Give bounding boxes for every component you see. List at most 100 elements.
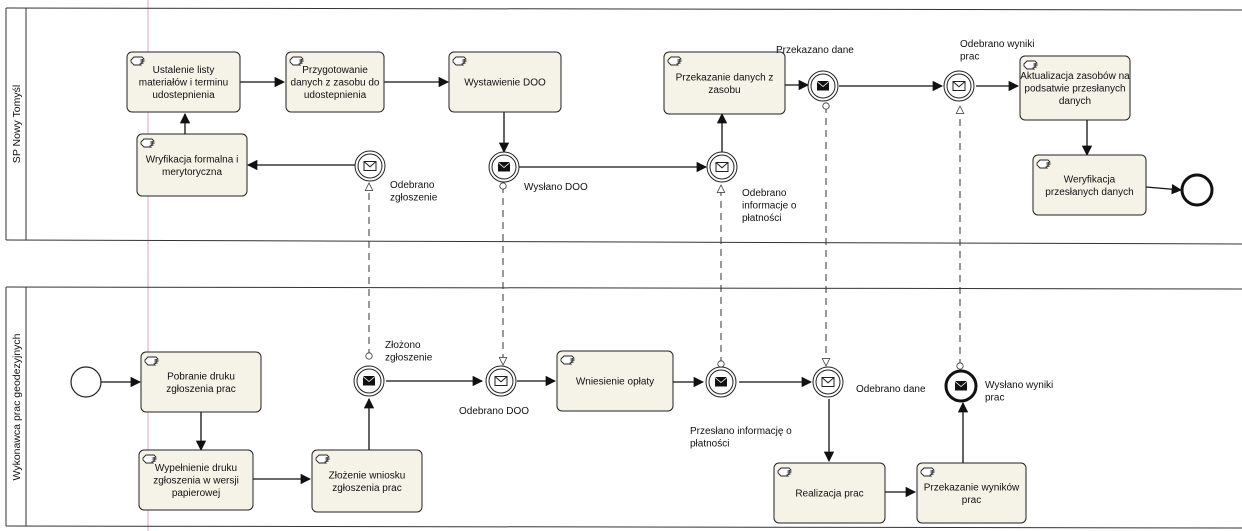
end-event: [1180, 173, 1214, 207]
task-t9: Wypełnienie druku zgłoszenia w wersjipapi…: [138, 449, 254, 511]
event-label: Wysłano DOO: [524, 182, 588, 193]
event-label: zgłoszenie: [385, 353, 433, 364]
catch-event-odebrano-doo: [485, 365, 517, 397]
envelope-filled-icon: [363, 376, 375, 386]
task-t12: Realizacja prac: [773, 462, 886, 524]
task-text: Wryfikacja formalna i: [146, 154, 239, 165]
envelope-filled-icon: [498, 162, 510, 172]
task-text: zgłoszenia prac: [332, 483, 401, 494]
task-text: Weryfikacja: [1064, 174, 1116, 185]
task-text: zasobu: [708, 85, 740, 96]
envelope-icon: [952, 81, 966, 91]
catch-event-odebrano-informacje: [706, 151, 738, 183]
envelope-icon: [494, 376, 508, 386]
pool-sp-nowy-tomysl: SP Nowy Tomyśl: [5, 7, 1242, 245]
hand-icon: [140, 138, 156, 148]
task-text: Wypełnienie druku: [155, 463, 237, 474]
task-t7: Weryfikacja przesłanych danych: [1032, 154, 1147, 216]
event-label: informacje o: [742, 201, 797, 212]
task-text: przesłanych danych: [1045, 187, 1133, 198]
task-text: Przygotowanie: [302, 65, 368, 76]
hand-icon: [777, 467, 793, 477]
event-label: Przekazano dane: [776, 45, 854, 56]
event-label: Wysłano wyniki: [985, 380, 1053, 391]
events: [70, 70, 1214, 403]
throw-event-przeslano-informacje: [705, 366, 737, 398]
task-text: merytoryczna: [162, 167, 222, 178]
task-text: podsatwie przesłanych: [1024, 84, 1125, 95]
task-text: Przekazanie danych z: [676, 72, 774, 83]
lane-label-bottom: Wykonawca prac geodezyjnych: [11, 333, 23, 480]
task-text: Pobranie druku: [167, 371, 235, 382]
task-text: Wystawienie DOO: [464, 78, 546, 89]
catch-event-odebrano-dane: [812, 366, 844, 398]
throw-event-zlozono-zgloszenie: [353, 365, 385, 397]
hand-icon: [560, 355, 576, 365]
envelope-icon: [821, 377, 835, 387]
task-text: Przekazanie wyników: [924, 482, 1020, 493]
event-label: Odebrano wyniki: [960, 39, 1034, 50]
task-text: zgłoszenia w wersji: [153, 476, 239, 487]
event-label: zgłoszenie: [390, 193, 438, 204]
hand-icon: [452, 56, 468, 66]
task-text: danych: [1059, 96, 1091, 107]
event-label: Odebrano DOO: [459, 406, 529, 417]
event-label: płatności: [690, 439, 729, 450]
envelope-icon: [715, 162, 729, 172]
event-labels: Odebrano zgłoszenie Wysłano DOO Odebrano inf…: [385, 39, 1053, 450]
task-text: papierowej: [172, 488, 220, 499]
catch-event-odebrano-wyniki: [943, 70, 975, 102]
hand-icon: [289, 56, 305, 66]
task-text: zgłoszenia prac: [166, 384, 235, 395]
start-event: [70, 366, 102, 398]
end-message-event-wyslano-wyniki: [944, 369, 978, 403]
event-label: Przesłano informację o: [690, 426, 792, 437]
task-text: Aktualizacja zasobów na: [1020, 71, 1130, 82]
hand-icon: [130, 56, 146, 66]
hand-icon: [144, 356, 160, 366]
task-text: materiałów i terminu: [139, 78, 228, 89]
hand-icon: [667, 56, 683, 66]
throw-event-wyslano-doo: [488, 151, 520, 183]
event-label: Odebrano: [742, 188, 787, 199]
task-t6: Wryfikacja formalna i merytoryczna: [136, 133, 248, 197]
event-label: płatności: [742, 213, 781, 224]
event-label: Złożono: [385, 340, 421, 351]
hand-icon: [920, 467, 936, 477]
task-text: udostepnienia: [304, 90, 367, 101]
envelope-filled-icon: [715, 377, 727, 387]
message-flows: [369, 106, 960, 366]
task-t10: Złożenie wniosku zgłoszenia prac: [311, 449, 423, 513]
task-t3: Wystawienie DOO: [448, 51, 562, 113]
task-t2: Przygotowanie danych z zasobu doudostepni…: [285, 51, 385, 113]
hand-icon: [142, 454, 158, 464]
task-t13: Przekazanie wyników prac: [916, 462, 1027, 524]
envelope-icon: [363, 161, 377, 171]
task-text: prac: [962, 495, 981, 506]
event-label: Odebrano: [390, 180, 435, 191]
task-text: Wniesienie opłaty: [576, 377, 654, 388]
pool-wykonawca: Wykonawca prac geodezyjnych: [5, 286, 1242, 529]
task-t4: Przekazanie danych z zasobu: [663, 51, 786, 115]
catch-event-odebrano-zgloszenie: [354, 150, 386, 182]
task-text: danych z zasobu do: [291, 78, 380, 89]
task-text: Realizacja prac: [795, 489, 863, 500]
event-label: Odebrano dane: [856, 384, 926, 395]
event-label: prac: [960, 52, 979, 63]
task-t5: Aktualizacja zasobów na podsatwie przesła…: [1019, 55, 1131, 121]
envelope-filled-icon: [817, 81, 829, 91]
task-text: udostepnienia: [152, 90, 215, 101]
task-text: Ustalenie listy: [153, 65, 215, 76]
task-t11: Wniesienie opłaty: [556, 350, 674, 412]
envelope-filled-icon: [955, 381, 967, 391]
task-text: Złożenie wniosku: [329, 470, 406, 481]
lane-label-top: SP Nowy Tomyśl: [11, 85, 23, 163]
task-t8: Pobranie druku zgłoszenia prac: [140, 351, 262, 413]
hand-icon: [315, 454, 331, 464]
hand-icon: [1023, 60, 1039, 70]
throw-event-przekazano-dane: [807, 70, 839, 102]
event-label: prac: [985, 393, 1004, 404]
task-t1: Ustalenie listy materiałów i terminuudost…: [126, 51, 241, 113]
